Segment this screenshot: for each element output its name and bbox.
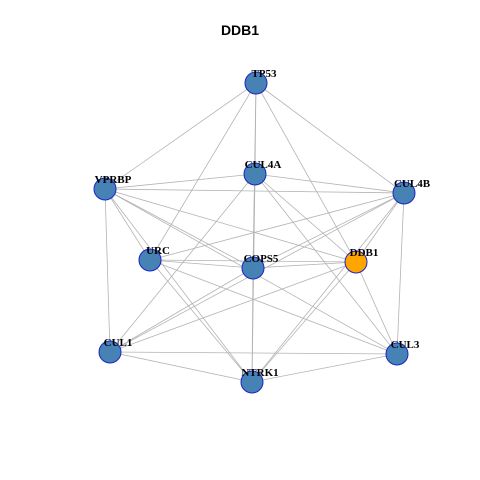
node-circle-ntrk1 [240,370,264,394]
node-circle-ddb1 [344,250,368,274]
edge-cops5-ntrk1 [251,267,254,383]
edge-vprbp-ntrk1 [104,188,253,383]
edge-cul4b-ntrk1 [251,192,405,383]
node-label-cul4b: CUL4B [394,178,431,190]
node-ddb1: DDB1 [344,247,379,274]
node-cul4b: CUL4B [392,178,431,205]
edge-vprbp-urc [104,188,151,261]
node-urc: URC [138,245,170,272]
node-label-cul1: CUL1 [104,337,133,349]
node-tp53: TP53 [244,68,277,95]
node-cops5: COPS5 [241,253,279,280]
edge-ddb1-ntrk1 [251,261,357,383]
node-vprbp: VPRBP [93,174,132,201]
edge-ddb1-cul1 [109,261,357,353]
edge-cops5-ddb1 [252,261,357,269]
edge-ddb1-cul3 [355,261,398,355]
edge-vprbp-cul4b [104,188,405,194]
node-circle-cops5 [241,256,265,280]
edge-cul4a-cul1 [109,173,256,353]
edge-tp53-vprbp [104,82,257,190]
edge-ntrk1-cul3 [251,353,398,383]
node-cul1: CUL1 [98,337,133,364]
edge-cul4b-urc [149,192,405,261]
node-label-cops5: COPS5 [244,253,279,265]
edge-cul4b-cul3 [396,192,405,355]
node-circle-vprbp [93,177,117,201]
node-label-urc: URC [146,245,170,257]
node-circle-urc [138,248,162,272]
node-label-ddb1: DDB1 [350,247,379,259]
edge-urc-cops5 [149,259,254,269]
node-ntrk1: NTRK1 [240,367,279,394]
node-circle-tp53 [244,71,268,95]
node-label-cul4a: CUL4A [245,159,282,171]
node-label-vprbp: VPRBP [95,174,132,186]
edge-cul4a-cul4b [254,173,405,194]
edge-tp53-urc [149,82,257,261]
node-circle-cul3 [385,342,409,366]
node-label-ntrk1: NTRK1 [241,367,278,379]
node-label-tp53: TP53 [251,68,277,80]
node-cul3: CUL3 [385,339,420,366]
node-cul4a: CUL4A [243,159,282,186]
graph-title: DDB1 [220,22,260,38]
edge-vprbp-ddb1 [104,188,357,263]
edge-urc-ntrk1 [149,259,253,383]
edge-cul4a-ddb1 [254,173,357,263]
node-circle-cul4b [392,181,416,205]
edge-cops5-cul1 [109,267,254,353]
edge-vprbp-cops5 [104,188,254,269]
edge-cul4b-cops5 [252,192,405,269]
edge-urc-cul3 [149,259,398,355]
edge-cul4a-vprbp [104,173,256,190]
node-circle-cul4a [243,162,267,186]
edge-tp53-ddb1 [255,82,357,263]
node-label-cul3: CUL3 [391,339,420,351]
edge-vprbp-cul1 [104,188,111,353]
edge-tp53-cul4b [255,82,405,194]
node-circle-cul1 [98,340,122,364]
edge-cul4b-ddb1 [355,192,405,263]
edge-cul1-ntrk1 [109,351,253,383]
edge-cul1-cul3 [109,351,398,355]
edges-layer [104,82,405,383]
